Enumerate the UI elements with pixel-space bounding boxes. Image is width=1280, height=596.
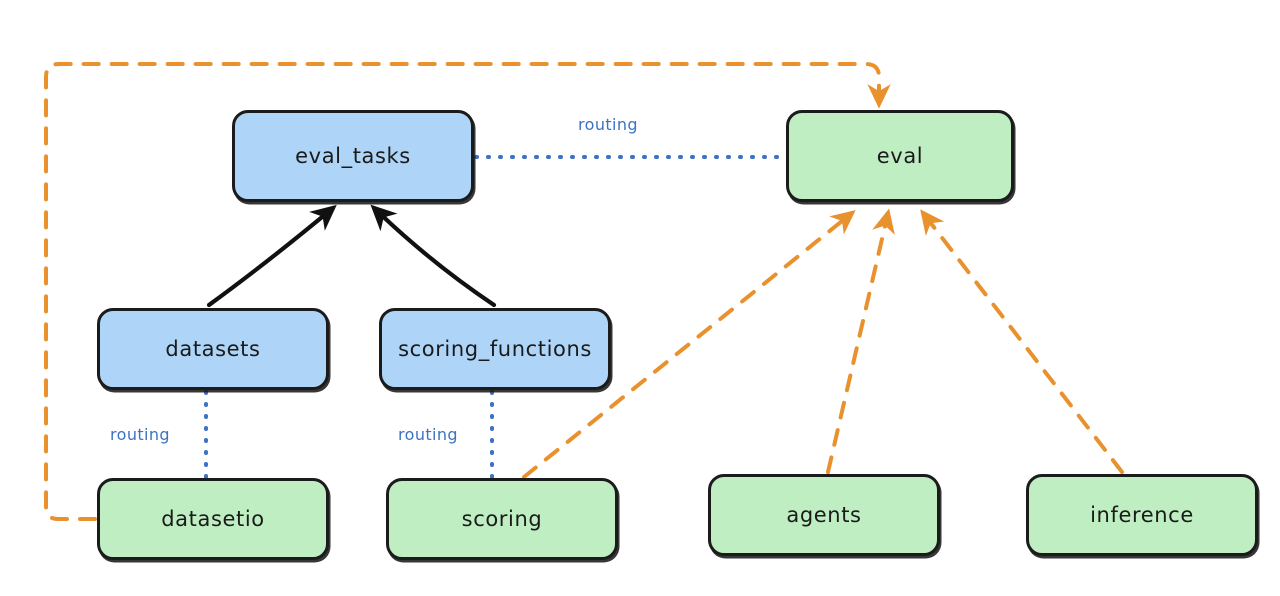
node-label-eval-tasks: eval_tasks [295, 144, 411, 168]
node-datasets[interactable]: datasets [97, 308, 329, 390]
node-agents[interactable]: agents [708, 474, 940, 556]
edge-inference-eval [920, 209, 1124, 474]
edge-scoring-eval [522, 210, 856, 479]
node-label-datasetio: datasetio [161, 507, 265, 531]
edge-datasetio-eval [44, 62, 891, 521]
node-label-eval: eval [876, 144, 924, 168]
node-label-agents: agents [786, 503, 862, 527]
node-inference[interactable]: inference [1026, 474, 1258, 556]
node-label-datasets: datasets [165, 337, 261, 361]
edge-agents-eval [826, 208, 895, 474]
node-label-scoring-functions: scoring_functions [398, 337, 592, 361]
node-scoring[interactable]: scoring [386, 478, 618, 560]
node-label-scoring: scoring [461, 507, 543, 531]
node-scoring-functions[interactable]: scoring_functions [379, 308, 611, 390]
node-label-inference: inference [1090, 503, 1194, 527]
edge-label-routing-scoring: routing [398, 425, 458, 444]
node-eval-tasks[interactable]: eval_tasks [232, 110, 474, 202]
edge-label-routing-eval: routing [578, 115, 638, 134]
node-eval[interactable]: eval [786, 110, 1014, 202]
edge-datasets-eval-tasks [206, 204, 337, 308]
node-datasetio[interactable]: datasetio [97, 478, 329, 560]
edge-scoring-functions-eval-tasks [370, 204, 497, 308]
edge-label-routing-datasetio: routing [110, 425, 170, 444]
